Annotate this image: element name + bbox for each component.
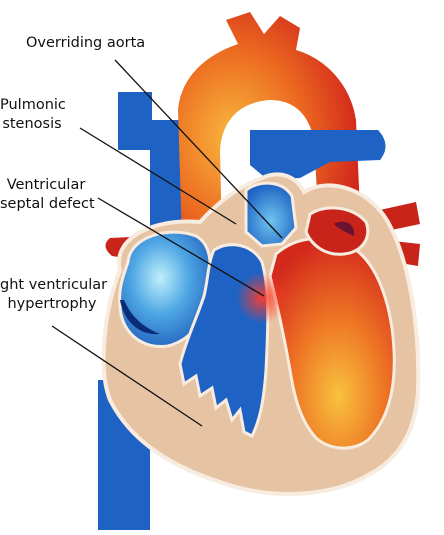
ventricular-septal-defect-glow [236,272,288,324]
label-right-ventricular-hypertrophy: ght ventricular hypertrophy [0,276,108,314]
pulmonary-artery-trunk [250,130,386,180]
label-overriding-aorta: Overriding aorta [26,35,146,51]
leader-overriding-aorta [114,59,283,239]
leader-ventricular-septal-defect [97,197,265,297]
label-pulmonic-stenosis-line2: stenosis [2,116,62,132]
svc-side-branch [118,92,152,150]
label-rvh-line2: hypertrophy [7,296,97,312]
right-atrium-dark-recess [120,300,160,335]
aortic-arch [178,12,360,240]
left-atrium-dark-recess [334,221,355,236]
pulmonic-outflow [244,181,298,248]
label-rvh-line1: ght ventricular [0,277,108,293]
label-pulmonic-stenosis: Pulmonic stenosis [0,96,66,134]
leader-pulmonic-stenosis [79,127,237,225]
leader-right-ventricular-hypertrophy [51,325,203,427]
label-pulmonic-stenosis-line1: Pulmonic [0,97,66,113]
label-ventricular-septal-defect: Ventricular septal defect [0,176,95,214]
left-atrium [304,206,370,256]
label-vsd-line1: Ventricular [6,177,86,193]
label-vsd-line2: septal defect [0,196,95,212]
